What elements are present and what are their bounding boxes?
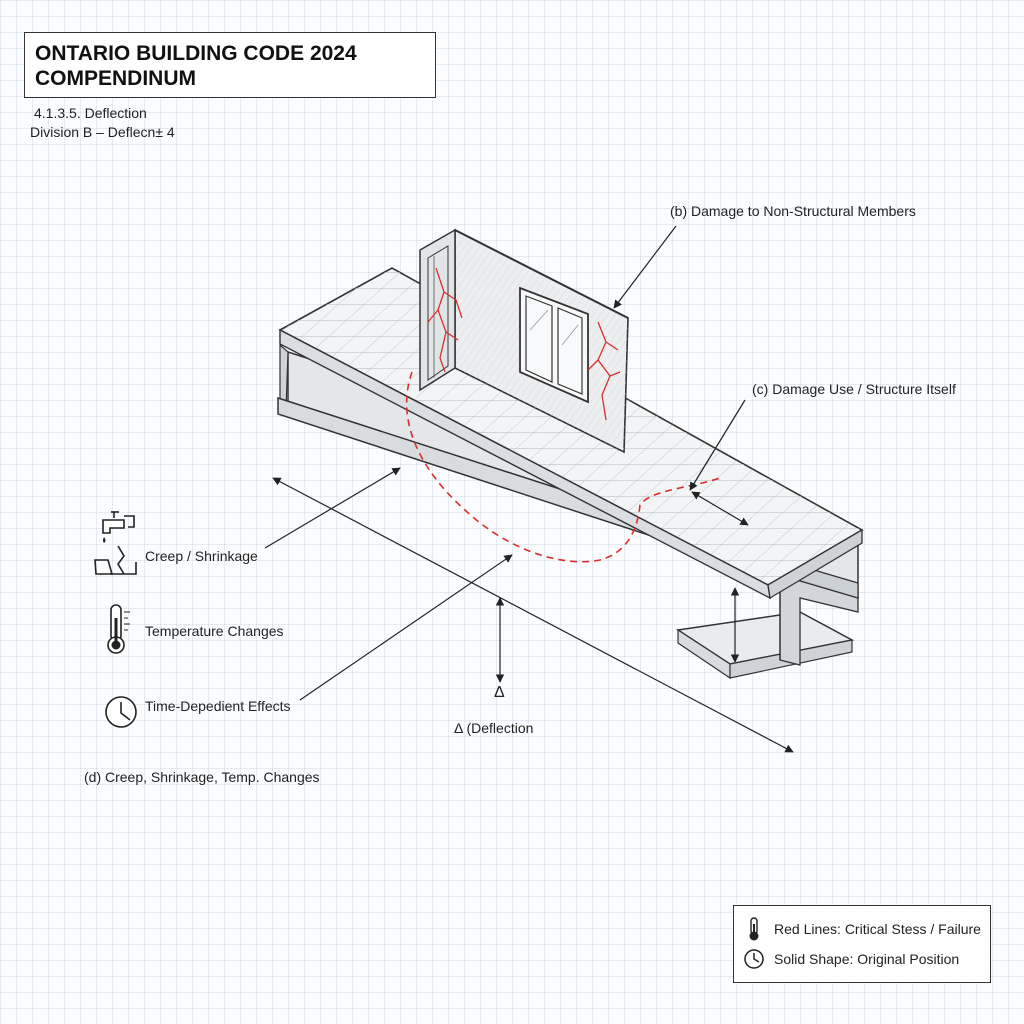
legend-row-solid-shape: Solid Shape: Original Position	[742, 946, 959, 972]
deflection-label: Δ (Deflection	[454, 720, 534, 736]
leader-time	[299, 554, 513, 701]
title-box: ONTARIO BUILDING CODE 2024 COMPENDINUM	[24, 32, 436, 98]
delta-symbol: Δ	[494, 684, 505, 701]
leader-b	[613, 225, 677, 309]
legend-row-red-lines: Red Lines: Critical Stess / Failure	[742, 916, 981, 942]
legend-red-lines-text: Red Lines: Critical Stess / Failure	[774, 921, 981, 937]
faucet-crack-icon	[94, 511, 137, 575]
clock-icon	[105, 696, 137, 728]
leader-creep	[264, 467, 401, 549]
section-number: 4.1.3.5. Deflection	[34, 105, 147, 121]
factor-temperature-label: Temperature Changes	[145, 623, 284, 639]
crack-lines	[427, 267, 621, 421]
legend-box: Red Lines: Critical Stess / Failure Soli…	[733, 905, 991, 983]
division-label: Division B – Deflecn± 4	[30, 124, 175, 140]
thermometer-icon	[749, 917, 759, 941]
legend-solid-shape-text: Solid Shape: Original Position	[774, 951, 960, 967]
clock-icon	[744, 949, 764, 969]
thermometer-icon	[107, 604, 130, 654]
span-arrow	[272, 477, 794, 753]
callout-b-label: (b) Damage to Non-Structural Members	[670, 203, 916, 219]
structure-arrow	[691, 491, 749, 526]
factor-time-label: Time-Depedient Effects	[145, 698, 291, 714]
title-line-2: COMPENDINUM	[35, 67, 196, 90]
title-line-1: ONTARIO BUILDING CODE 2024	[35, 42, 357, 65]
leader-c	[689, 399, 746, 491]
callout-d-label: (d) Creep, Shrinkage, Temp. Changes	[84, 769, 320, 785]
bearing-plate	[675, 611, 855, 680]
factor-creep-label: Creep / Shrinkage	[145, 548, 258, 564]
callout-c-label: (c) Damage Use / Structure Itself	[752, 381, 956, 397]
partition-wall	[419, 228, 629, 454]
